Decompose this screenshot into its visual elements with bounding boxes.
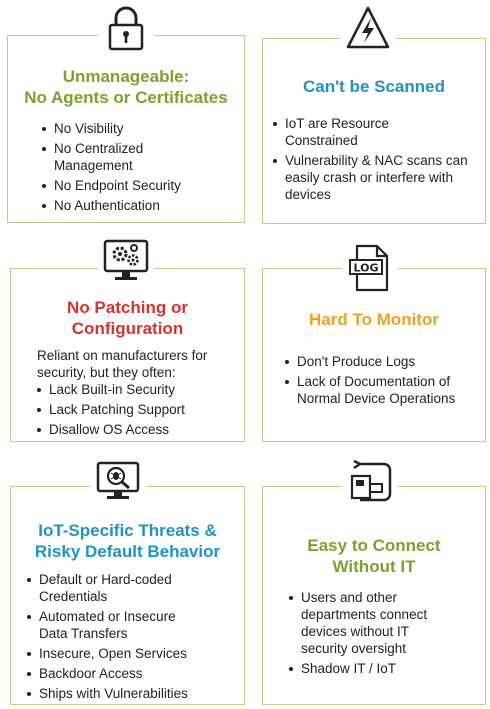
- list-item: Vulnerability & NAC scans can easily cra…: [271, 152, 483, 203]
- list-item: Lack Built-in Security: [35, 381, 241, 398]
- list-item: Default or Hard-coded Credentials: [25, 571, 205, 605]
- card-title: Unmanageable: No Agents or Certificates: [24, 67, 228, 107]
- bullet-list: Lack Built-in Security Lack Patching Sup…: [35, 381, 241, 441]
- card-title: Hard To Monitor: [309, 310, 439, 329]
- list-item: Shadow IT / IoT: [287, 660, 483, 677]
- card-iot-threats: IoT-Specific Threats & Risky Default Beh…: [10, 486, 245, 705]
- card-title: IoT-Specific Threats & Risky Default Beh…: [34, 521, 221, 561]
- list-item: No Centralized Management: [40, 140, 170, 174]
- lock-icon: [98, 3, 154, 53]
- monitor-gears-icon: [98, 236, 154, 286]
- list-item: Don't Produce Logs: [283, 353, 483, 370]
- card-title: Can't be Scanned: [303, 77, 445, 96]
- list-item: Ships with Vulnerabilities: [25, 685, 241, 702]
- list-item: Users and other departments connect devi…: [287, 589, 459, 657]
- list-item: Automated or Insecure Data Transfers: [25, 608, 205, 642]
- list-item: No Visibility: [40, 120, 240, 137]
- device-connect-icon: [342, 457, 398, 507]
- card-no-patching: No Patching or Configuration Reliant on …: [10, 268, 245, 442]
- list-item: No Authentication: [40, 197, 240, 214]
- list-item: Lack Patching Support: [35, 401, 241, 418]
- list-item: No Endpoint Security: [40, 177, 240, 194]
- list-item: Disallow OS Access: [35, 421, 241, 438]
- card-unmanageable: Unmanageable: No Agents or Certificates …: [7, 35, 245, 223]
- card-title: No Patching or Configuration: [67, 298, 188, 338]
- intro-text: Reliant on manufacturers for security, b…: [37, 348, 208, 380]
- list-item: Insecure, Open Services: [25, 645, 241, 662]
- bullet-list: IoT are Resource Constrained Vulnerabili…: [271, 115, 483, 206]
- bullet-list: Users and other departments connect devi…: [287, 589, 483, 680]
- bullet-list: No Visibility No Centralized Management …: [40, 120, 240, 217]
- card-title: Easy to Connect Without IT: [307, 536, 441, 576]
- card-easy-to-connect: Easy to Connect Without IT Users and oth…: [262, 486, 486, 705]
- card-cant-be-scanned: Can't be Scanned IoT are Resource Constr…: [262, 38, 486, 224]
- list-item: Backdoor Access: [25, 665, 241, 682]
- list-item: IoT are Resource Constrained: [271, 115, 411, 149]
- bullet-list: Don't Produce Logs Lack of Documentation…: [283, 353, 483, 410]
- lightning-warning-icon: [340, 3, 396, 53]
- monitor-bug-icon: [90, 458, 146, 508]
- bullet-list: Default or Hard-coded Credentials Automa…: [25, 571, 241, 705]
- log-icon-text: LOG: [354, 262, 379, 275]
- card-hard-to-monitor: Hard To Monitor Don't Produce Logs Lack …: [262, 268, 486, 442]
- log-file-icon: LOG: [342, 243, 398, 293]
- list-item: Lack of Documentation of Normal Device O…: [283, 373, 458, 407]
